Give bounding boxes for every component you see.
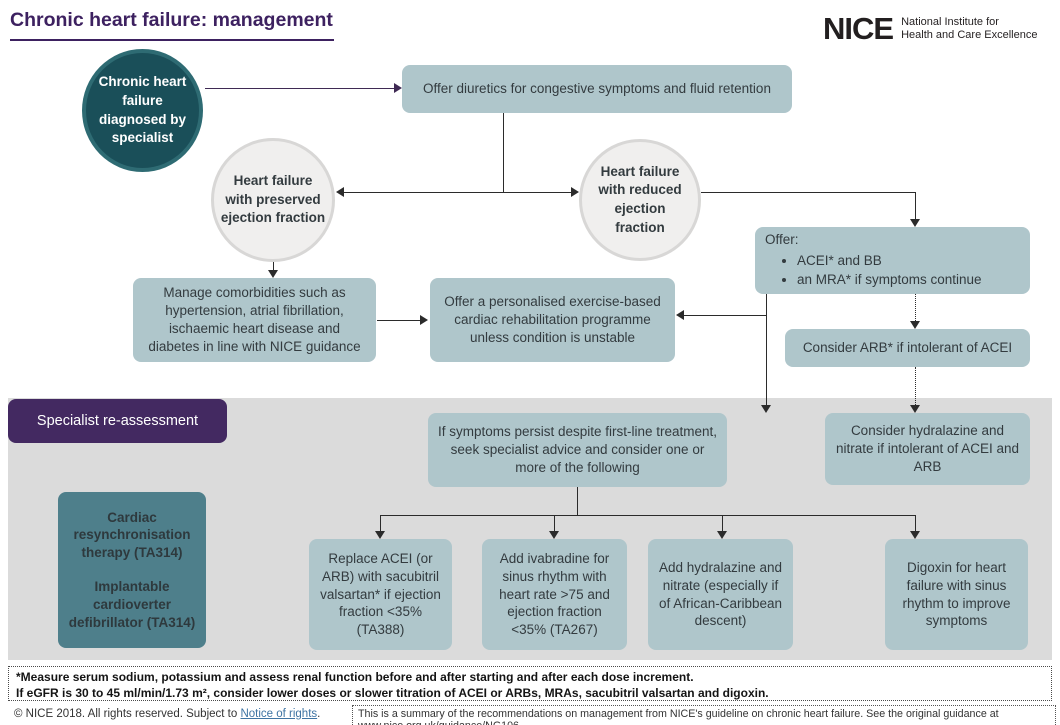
connector-persist-stem <box>577 487 578 515</box>
connector-start-to-diuretics <box>205 88 394 89</box>
option-box-hydralazine: Add hydralazine and nitrate (especially … <box>648 539 793 650</box>
arrowhead-start-to-diuretics <box>394 83 402 93</box>
page-title: Chronic heart failure: management <box>10 9 334 41</box>
arrowhead-into-arb <box>910 321 920 329</box>
consider-arb-box: Consider ARB* if intolerant of ACEI <box>785 329 1030 367</box>
arrowhead-into-persist <box>761 405 771 413</box>
arrowhead-into-comorbidities <box>268 270 278 278</box>
offer-heading: Offer: <box>765 232 799 248</box>
arrowhead-option-4 <box>910 531 920 539</box>
notice-of-rights-link[interactable]: Notice of rights <box>240 708 318 720</box>
connector-drop-option-1 <box>380 515 381 531</box>
connector-diuretics-down <box>503 113 504 192</box>
comorbidities-box: Manage comorbidities such as hypertensio… <box>133 278 376 362</box>
arrowhead-to-reduced-circle <box>571 187 579 197</box>
rehab-box: Offer a personalised exercise-based card… <box>430 278 675 362</box>
copyright-suffix: . <box>317 708 321 720</box>
reduced-ejection-circle: Heart failure with reduced ejection frac… <box>579 139 701 261</box>
option-box-sacubitril: Replace ACEI (or ARB) with sacubitril va… <box>309 539 452 650</box>
arrowhead-option-3 <box>717 531 727 539</box>
devices-box: Cardiac resynchronisation therapy (TA314… <box>58 492 206 648</box>
devices-crt-label: Cardiac resynchronisation therapy (TA314… <box>73 509 191 561</box>
nice-logo: NICE National Institute for Health and C… <box>823 13 1037 44</box>
copyright-text: © NICE 2018. All rights reserved. Subjec… <box>14 708 241 720</box>
connector-offer-to-arb-dotted <box>915 294 916 321</box>
preserved-ejection-circle: Heart failure with preserved ejection fr… <box>211 138 335 262</box>
symptoms-persist-box: If symptoms persist despite first-line t… <box>428 413 727 487</box>
arrowhead-to-preserved-circle <box>336 187 344 197</box>
nice-wordmark: NICE <box>823 11 894 46</box>
footnote-line2: If eGFR is 30 to 45 ml/min/1.73 m², cons… <box>16 686 769 701</box>
hydralazine-nitrate-intolerant-box: Consider hydralazine and nitrate if into… <box>825 413 1030 485</box>
connector-preserved-to-comorbidities <box>273 262 274 270</box>
arrowhead-option-1 <box>375 531 385 539</box>
specialist-reassessment-header: Specialist re-assessment <box>8 399 227 443</box>
diuretics-box: Offer diuretics for congestive symptoms … <box>402 65 792 113</box>
devices-icd-label: Implantable cardioverter defibrillator (… <box>68 579 196 630</box>
footnote-line1: *Measure serum sodium, potassium and ass… <box>16 670 694 684</box>
start-circle: Chronic heart failure diagnosed by speci… <box>82 49 203 172</box>
connector-arb-to-hydralazine-dotted <box>915 367 916 405</box>
connector-drop-option-2 <box>554 515 555 531</box>
connector-branch-to-rehab <box>684 315 766 316</box>
nice-tagline-line2: Health and Care Excellence <box>901 28 1038 41</box>
arrowhead-option-2 <box>549 531 559 539</box>
connector-reduced-to-offer-h <box>701 192 915 193</box>
offer-acei-bb-box: Offer: ACEI* and BB an MRA* if symptoms … <box>755 227 1030 294</box>
arrowhead-into-offer-box <box>910 219 920 227</box>
offer-bullet-mra: an MRA* if symptoms continue <box>797 271 982 289</box>
connector-options-branch <box>380 515 915 516</box>
connector-drop-option-3 <box>722 515 723 531</box>
connector-comorbidities-to-rehab <box>377 320 420 321</box>
offer-bullet-acei-bb: ACEI* and BB <box>797 252 982 270</box>
nice-tagline-line1: National Institute for <box>901 15 999 28</box>
arrowhead-into-rehab-left <box>420 315 428 325</box>
copyright-line: © NICE 2018. All rights reserved. Subjec… <box>14 708 320 720</box>
offer-bullet-list: ACEI* and BB an MRA* if symptoms continu… <box>773 251 982 290</box>
option-box-digoxin: Digoxin for heart failure with sinus rhy… <box>885 539 1028 650</box>
arrowhead-into-hydralazine-nitrate <box>910 405 920 413</box>
option-box-ivabradine: Add ivabradine for sinus rhythm with hea… <box>482 539 627 650</box>
connector-drop-option-4 <box>915 515 916 531</box>
arrowhead-into-rehab-right <box>676 310 684 320</box>
connector-reduced-to-offer-v <box>915 192 916 219</box>
summary-box: This is a summary of the recommendations… <box>352 705 1056 725</box>
connector-split-circles <box>344 192 571 193</box>
nice-tagline: National Institute for Health and Care E… <box>901 16 1037 42</box>
footnote-box: *Measure serum sodium, potassium and ass… <box>8 666 1052 701</box>
connector-offer-to-persist <box>766 294 767 405</box>
